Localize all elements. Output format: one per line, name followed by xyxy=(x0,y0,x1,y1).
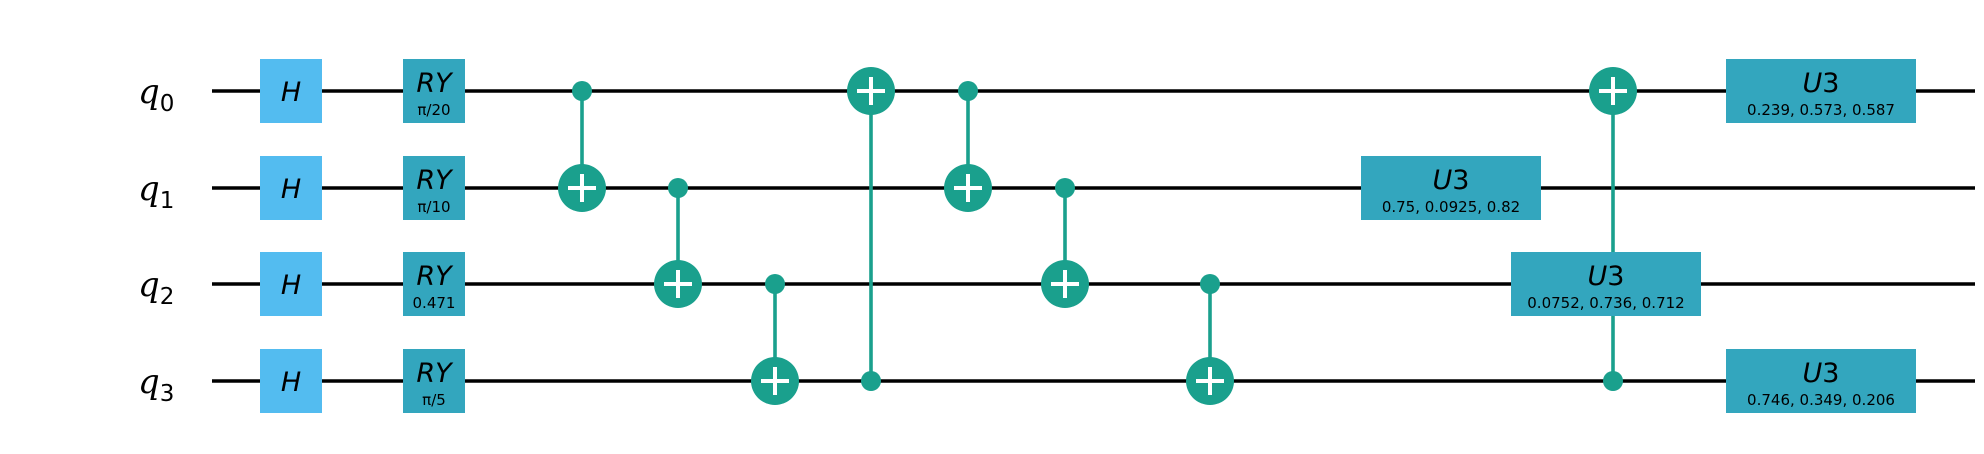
cnot-target-plus-icon xyxy=(654,260,702,308)
gate-label: U3 xyxy=(1433,165,1470,196)
gate-param: 0.471 xyxy=(413,294,456,312)
cnot-gate xyxy=(654,178,702,308)
cnot-control-dot xyxy=(668,178,688,198)
qubit-label-index: 1 xyxy=(160,188,175,214)
cnot-control-dot xyxy=(958,81,978,101)
gate-label: H xyxy=(281,174,301,205)
gate-box xyxy=(260,349,322,413)
gate-label: RY xyxy=(416,165,454,196)
ry-gate: RY π/5 xyxy=(403,349,465,413)
gate-box xyxy=(260,252,322,316)
h-gate: H xyxy=(260,252,322,316)
cnot-gate xyxy=(1041,178,1089,308)
gate-box xyxy=(1361,156,1541,220)
u3-gate: U3 0.0752, 0.736, 0.712 xyxy=(1511,252,1701,316)
gate-label: H xyxy=(281,367,301,398)
qubit-label-name: q xyxy=(138,72,160,112)
ry-gate: RY π/20 xyxy=(403,59,465,123)
u3-gate: U3 0.239, 0.573, 0.587 xyxy=(1726,59,1916,123)
qubit-label-index: 0 xyxy=(160,91,175,117)
cnot-control-dot xyxy=(765,274,785,294)
qubit-label-0: q0 xyxy=(138,72,174,117)
cnot-gate xyxy=(847,67,895,391)
qubit-label-name: q xyxy=(138,362,160,402)
cnot-target-plus-icon xyxy=(1186,357,1234,405)
ry-gate: RY π/10 xyxy=(403,156,465,220)
cnot-target-plus-icon xyxy=(944,164,992,212)
cnot-gate xyxy=(751,274,799,405)
gate-box xyxy=(403,156,465,220)
gate-box xyxy=(1726,349,1916,413)
qubit-label-3: q3 xyxy=(138,362,174,407)
cnot-gates xyxy=(558,67,1637,405)
cnot-target-plus-icon xyxy=(1041,260,1089,308)
cnot-target-plus-icon xyxy=(751,357,799,405)
qubit-label-index: 3 xyxy=(160,381,175,407)
gate-box xyxy=(403,252,465,316)
u3-gate: U3 0.746, 0.349, 0.206 xyxy=(1726,349,1916,413)
gate-param: 0.746, 0.349, 0.206 xyxy=(1747,391,1895,409)
qubit-wires xyxy=(212,89,1975,383)
qubit-label-name: q xyxy=(138,169,160,209)
gate-box xyxy=(1726,59,1916,123)
gate-box xyxy=(260,59,322,123)
cnot-control-dot xyxy=(1200,274,1220,294)
gate-box xyxy=(260,156,322,220)
qubit-label-2: q2 xyxy=(138,265,174,310)
cnot-control-dot xyxy=(861,371,881,391)
ry-gate: RY 0.471 xyxy=(403,252,465,316)
gate-box xyxy=(1511,252,1701,316)
gate-label: RY xyxy=(416,358,454,389)
h-gate: H xyxy=(260,349,322,413)
qubit-label-index: 2 xyxy=(160,284,175,310)
h-gate: H xyxy=(260,59,322,123)
cnot-control-dot xyxy=(572,81,592,101)
qubit-label-1: q1 xyxy=(138,169,174,214)
cnot-control-dot xyxy=(1055,178,1075,198)
gate-label: H xyxy=(281,270,301,301)
gate-param: π/5 xyxy=(422,391,446,409)
gate-label: U3 xyxy=(1588,261,1625,292)
gate-label: RY xyxy=(416,261,454,292)
cnot-control-dot xyxy=(1603,371,1623,391)
u3-gate: U3 0.75, 0.0925, 0.82 xyxy=(1361,156,1541,220)
h-gate: H xyxy=(260,156,322,220)
cnot-gate xyxy=(558,81,606,212)
gate-label: U3 xyxy=(1803,68,1840,99)
cnot-gate xyxy=(1589,67,1637,391)
cnot-target-plus-icon xyxy=(847,67,895,115)
gate-label: U3 xyxy=(1803,358,1840,389)
cnot-target-plus-icon xyxy=(1589,67,1637,115)
gate-param: π/10 xyxy=(417,198,450,216)
gate-param: 0.0752, 0.736, 0.712 xyxy=(1527,294,1684,312)
gate-param: 0.75, 0.0925, 0.82 xyxy=(1382,198,1520,216)
cnot-gate xyxy=(1186,274,1234,405)
gate-box xyxy=(403,59,465,123)
cnot-gate xyxy=(944,81,992,212)
cnot-target-plus-icon xyxy=(558,164,606,212)
gate-label: RY xyxy=(416,68,454,99)
gate-box xyxy=(403,349,465,413)
qubit-label-name: q xyxy=(138,265,160,305)
gate-param: π/20 xyxy=(417,101,450,119)
gate-param: 0.239, 0.573, 0.587 xyxy=(1747,101,1895,119)
gate-label: H xyxy=(281,77,301,108)
